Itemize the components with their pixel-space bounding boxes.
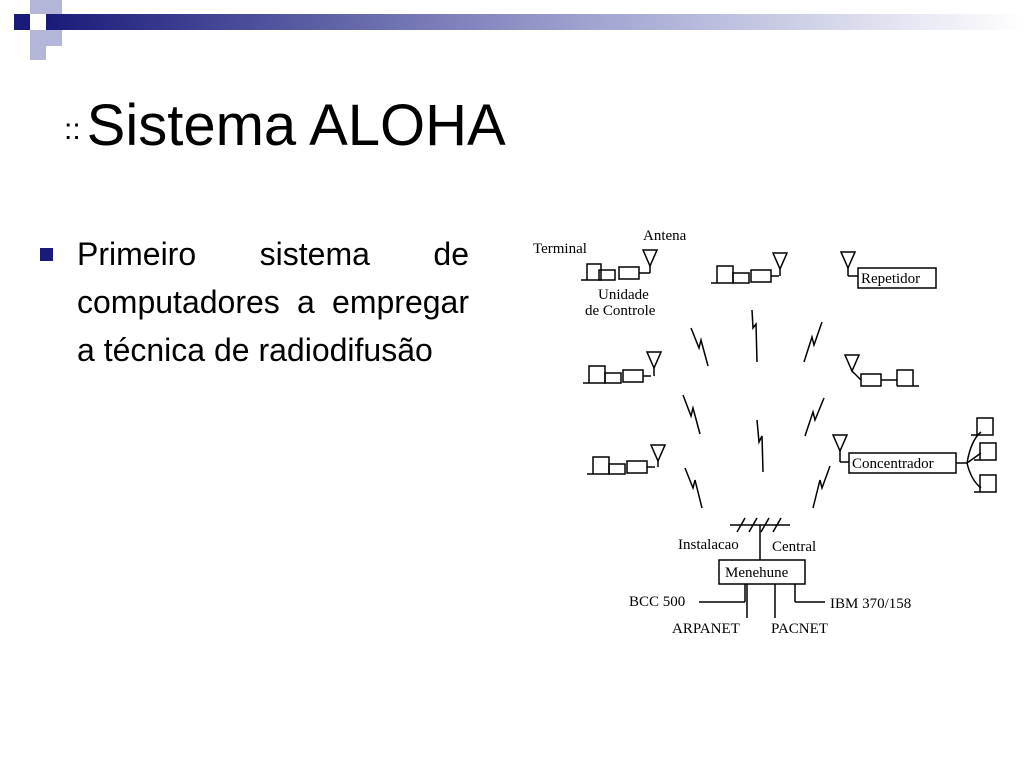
terminal-node-3 xyxy=(583,351,663,384)
bullet-text: Primeiro sistema de computadores a empre… xyxy=(77,236,469,368)
central-installation xyxy=(699,517,825,618)
radio-signal-bolts xyxy=(682,309,831,509)
label-pacnet: PACNET xyxy=(771,621,828,637)
label-unidade: Unidade xyxy=(598,287,649,303)
label-arpanet: ARPANET xyxy=(672,621,740,637)
bullet-item: Primeiro sistema de computadores a empre… xyxy=(40,230,470,374)
label-de-controle: de Controle xyxy=(585,303,656,319)
label-menehune: Menehune xyxy=(725,565,789,581)
terminal-node-5 xyxy=(587,444,667,475)
label-instalacao: Instalacao xyxy=(678,537,739,553)
terminal-node-1 xyxy=(581,249,659,281)
label-terminal: Terminal xyxy=(533,241,587,257)
title-text: Sistema ALOHA xyxy=(86,93,506,158)
label-antena: Antena xyxy=(643,228,687,244)
label-concentrador: Concentrador xyxy=(852,456,934,472)
terminal-node-2 xyxy=(711,252,789,284)
label-central: Central xyxy=(772,539,816,555)
label-ibm-370: IBM 370/158 xyxy=(830,596,911,612)
square-bullet-icon xyxy=(40,248,53,261)
aloha-network-diagram: Antena Terminal Unidade de Controle Repe… xyxy=(533,228,997,637)
terminal-node-4 xyxy=(843,354,919,387)
title-prefix: :: xyxy=(64,112,81,146)
repeater-node xyxy=(839,251,937,289)
bullet-list: Primeiro sistema de computadores a empre… xyxy=(40,230,470,374)
label-bcc-500: BCC 500 xyxy=(629,594,685,610)
slide-title: ::Sistema ALOHA xyxy=(64,92,506,159)
label-repetidor: Repetidor xyxy=(861,271,920,287)
header-decoration xyxy=(0,0,1024,60)
concentrator-node xyxy=(831,417,997,493)
